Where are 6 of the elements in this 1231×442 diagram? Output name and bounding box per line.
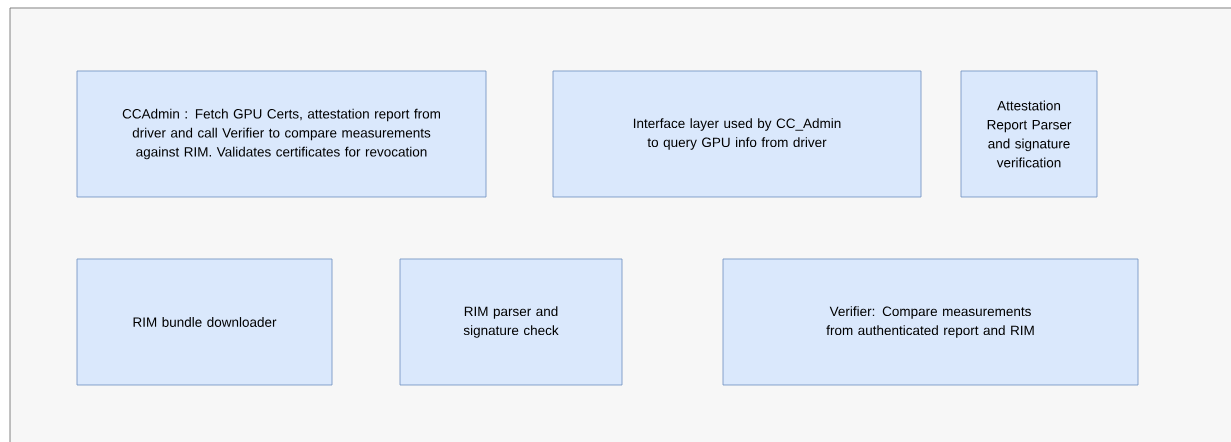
process-box: RIM parser and signature check: [399, 258, 623, 386]
process-box: CCAdmin : Fetch GPU Certs, attestation report from driver and call Verifier to compare measurements against RIM. Validates certificates for revocation: [76, 70, 487, 198]
process-box: Attestation Report Parser and signature verification: [960, 70, 1098, 198]
process-box: Interface layer used by CC_Admin to query GPU info from driver: [552, 70, 922, 198]
process-box: RIM bundle downloader: [76, 258, 333, 386]
process-box: Verifier: Compare measurements from authenticated report and RIM: [722, 258, 1139, 386]
